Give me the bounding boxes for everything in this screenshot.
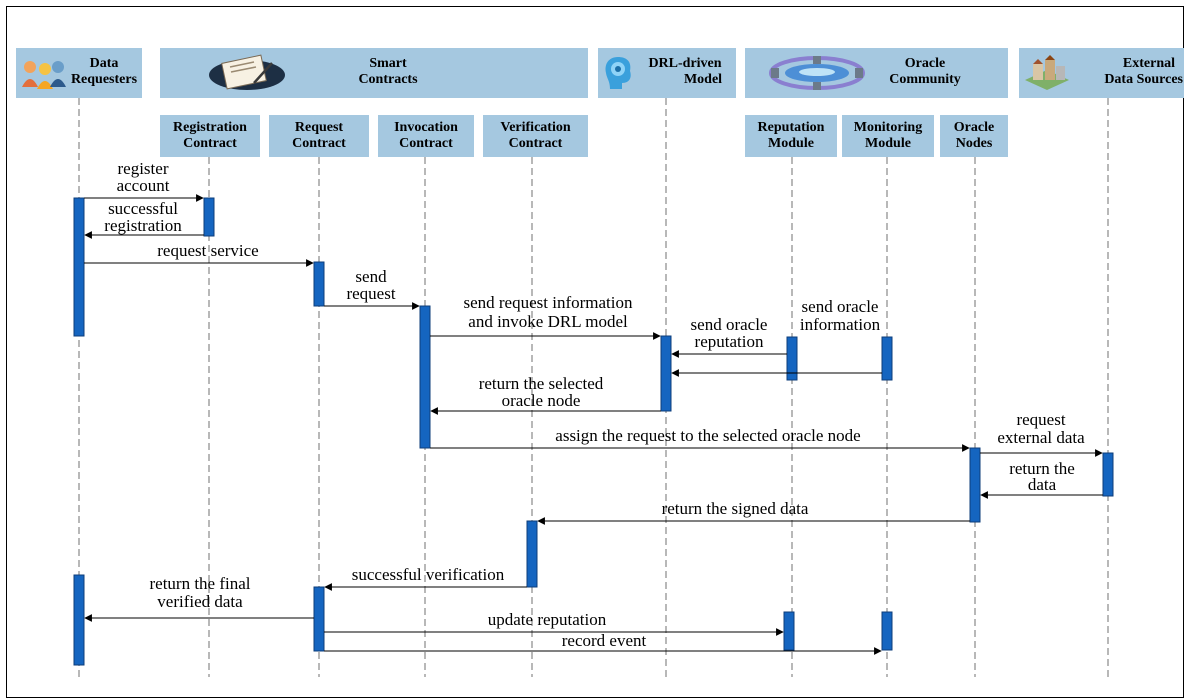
label-register-account-2: account — [117, 176, 170, 195]
header-oracle-community-line1: Oracle — [904, 56, 946, 71]
activation-monitoring-2 — [881, 611, 893, 651]
label-return-final-data-2: verified data — [157, 592, 243, 611]
activation-registration — [203, 197, 215, 237]
verification-contract-line1: Verification — [500, 120, 571, 135]
activation-external — [1102, 452, 1114, 497]
label-request-service: request service — [157, 241, 258, 260]
label-request-external-data-2: external data — [997, 428, 1085, 447]
activation-oracle-nodes — [969, 447, 981, 523]
request-contract-line2: Contract — [292, 136, 346, 151]
activation-requester-1 — [73, 197, 85, 337]
city-buildings-icon — [1025, 55, 1069, 90]
reputation-module-line1: Reputation — [757, 120, 825, 135]
activation-requester-2 — [73, 574, 85, 666]
label-return-the-data-2: data — [1028, 475, 1057, 494]
label-return-signed-data: return the signed data — [662, 499, 809, 518]
network-ring-icon — [769, 56, 865, 90]
label-send-request-info-1: send request information — [463, 293, 633, 312]
activation-reputation-1 — [786, 336, 798, 381]
header-data-requesters-line1: Data — [89, 56, 119, 71]
label-return-final-data-1: return the final — [149, 574, 250, 593]
header-oracle-community-line2: Community — [889, 72, 961, 87]
oracle-nodes-line2: Nodes — [955, 136, 993, 151]
activation-monitoring-1 — [881, 336, 893, 381]
label-register-account-1: register — [118, 159, 169, 178]
request-contract-line1: Request — [294, 120, 344, 135]
invocation-contract-line2: Contract — [399, 136, 453, 151]
label-return-the-data-1: return the — [1009, 459, 1075, 478]
header-smart-contracts-line2: Contracts — [358, 72, 418, 87]
header-external-sources-line2: Data Sources — [1104, 72, 1183, 87]
header-smart-contracts-line1: Smart — [369, 56, 407, 71]
label-successful-verification: successful verification — [352, 565, 505, 584]
invocation-contract-line1: Invocation — [394, 120, 458, 135]
contract-icon — [209, 54, 285, 90]
header-drl-model-line2: Model — [683, 72, 723, 87]
label-send-request-1: send — [355, 267, 387, 286]
label-send-oracle-reputation-2: reputation — [695, 332, 764, 351]
activation-request-2 — [313, 586, 325, 652]
oracle-nodes-line1: Oracle — [953, 120, 995, 135]
registration-contract-line1: Registration — [173, 120, 247, 135]
activation-invocation — [419, 305, 431, 449]
label-send-request-info-2: and invoke DRL model — [468, 312, 628, 331]
header-external-sources-line1: External — [1122, 56, 1175, 71]
activation-reputation-2 — [783, 611, 795, 651]
label-successful-registration-1: successful — [108, 199, 178, 218]
brain-icon — [605, 57, 631, 89]
people-icon — [22, 61, 66, 89]
monitoring-module-line2: Module — [865, 136, 911, 151]
label-record-event: record event — [562, 631, 647, 650]
reputation-module-line2: Module — [768, 136, 814, 151]
registration-contract-line2: Contract — [183, 136, 237, 151]
monitoring-module-line1: Monitoring — [853, 120, 923, 135]
label-request-external-data-1: request — [1016, 410, 1065, 429]
label-send-request-2: request — [346, 284, 395, 303]
activation-drl — [660, 335, 672, 412]
sequence-diagram: register account successful registration… — [73, 98, 1114, 677]
label-successful-registration-2: registration — [104, 216, 182, 235]
label-return-selected-node-2: oracle node — [502, 391, 581, 410]
label-return-selected-node-1: return the selected — [479, 374, 604, 393]
label-send-oracle-information-1: send oracle — [802, 297, 879, 316]
header-data-requesters-line2: Requesters — [70, 72, 138, 87]
header-drl-model-line1: DRL-driven — [648, 56, 722, 71]
activation-verification — [526, 520, 538, 588]
verification-contract-line2: Contract — [508, 136, 563, 151]
label-update-reputation: update reputation — [488, 610, 607, 629]
label-send-oracle-reputation-1: send oracle — [691, 315, 768, 334]
label-send-oracle-information-2: information — [800, 315, 881, 334]
label-assign-request: assign the request to the selected oracl… — [555, 426, 860, 445]
activation-request-1 — [313, 261, 325, 307]
